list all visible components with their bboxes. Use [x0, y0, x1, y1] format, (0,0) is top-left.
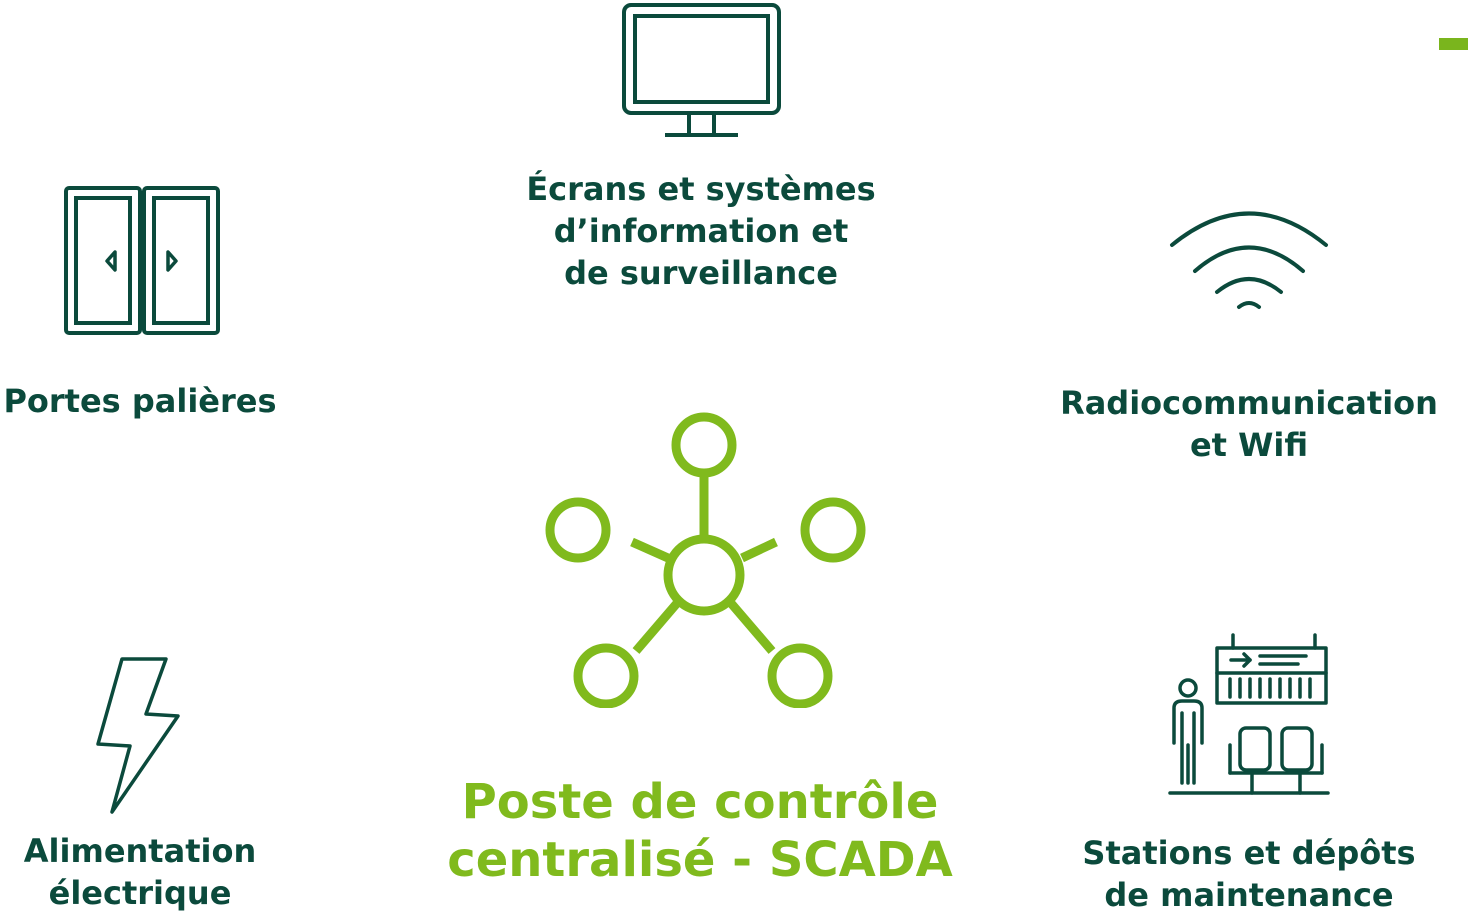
doors-label: Portes palières: [0, 380, 280, 422]
doors-label-line-1: Portes palières: [3, 382, 277, 420]
screens-label-line-2: d’information et: [553, 212, 849, 250]
power-label-line-1: Alimentation: [23, 832, 257, 870]
network-hub-icon: [545, 412, 866, 708]
radio-label: Radiocommunication et Wifi: [1048, 382, 1450, 466]
screens-label-line-3: de surveillance: [564, 254, 838, 292]
wifi-icon: [1170, 211, 1328, 309]
power-label-line-2: électrique: [48, 874, 232, 912]
center-title-line-1: Poste de contrôle: [461, 774, 939, 830]
radio-label-line-1: Radiocommunication: [1060, 384, 1438, 422]
power-label: Alimentation électrique: [0, 830, 280, 914]
radio-label-line-2: et Wifi: [1189, 426, 1309, 464]
accent-bar: [1439, 38, 1468, 50]
stations-label: Stations et dépôts de maintenance: [1048, 832, 1450, 916]
screens-label-line-1: Écrans et systèmes: [526, 170, 876, 208]
center-title-line-2: centralisé - SCADA: [447, 832, 953, 888]
sliding-doors-icon: [64, 186, 220, 335]
stations-label-line-2: de maintenance: [1104, 876, 1394, 914]
monitor-icon: [622, 3, 781, 137]
screens-label: Écrans et systèmes d’information et de s…: [500, 168, 902, 294]
center-title: Poste de contrôle centralisé - SCADA: [350, 773, 1050, 889]
stations-label-line-1: Stations et dépôts: [1082, 834, 1416, 872]
lightning-icon: [96, 657, 180, 814]
station-icon: [1168, 633, 1330, 795]
